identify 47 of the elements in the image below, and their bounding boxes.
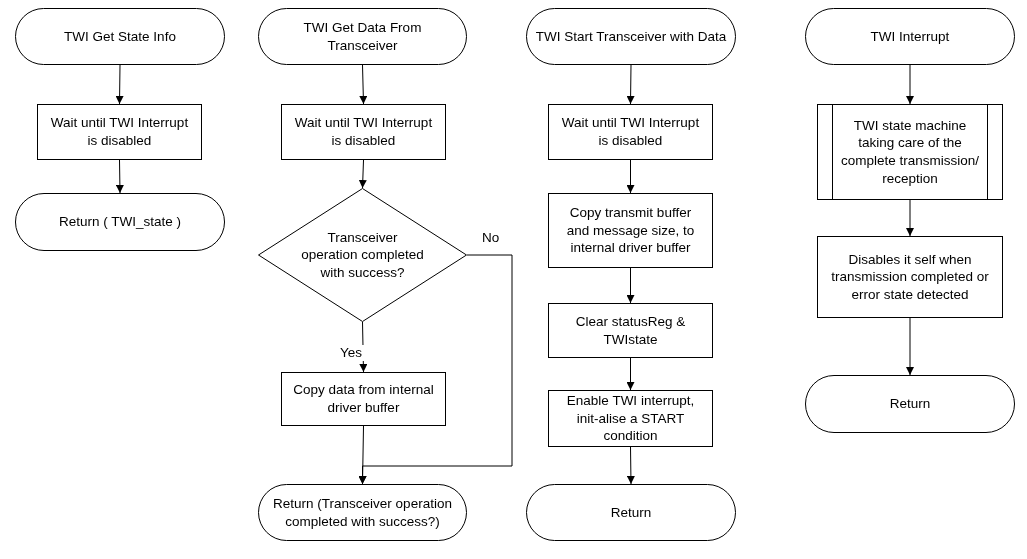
- node-label: Return: [610, 503, 652, 522]
- arrow: [115, 159, 124, 194]
- arrow: [626, 446, 635, 485]
- node-label: Return (Transceiver operation completed with success?): [272, 494, 453, 531]
- arrow: [626, 159, 635, 194]
- terminator-shape: [805, 8, 1015, 65]
- node-label: Clear statusReg & TWIstate: [574, 312, 687, 349]
- arrow: [906, 199, 914, 237]
- arrow: [626, 267, 635, 304]
- node-label: TWI Get State Info: [64, 27, 176, 46]
- node-label: Wait until TWI Interrupt is disabled: [293, 114, 434, 150]
- node-label: TWI state machine taking care of the complete transmission/ reception: [839, 116, 981, 188]
- terminator-shape: [258, 484, 467, 541]
- terminator-shape: [15, 8, 225, 65]
- edge-label: Yes: [338, 345, 365, 362]
- terminator-shape: [258, 8, 467, 65]
- predefined-process-box: [817, 104, 1003, 200]
- node-label: Enable TWI interrupt, init-alise a START condition: [565, 392, 696, 445]
- arrow: [358, 254, 513, 485]
- node-label: Copy data from internal driver buffer: [292, 381, 435, 417]
- arrow: [359, 64, 368, 105]
- terminator-shape: [526, 484, 736, 541]
- process-box: [37, 104, 202, 160]
- process-box: [548, 303, 713, 358]
- process-box: [548, 390, 713, 447]
- arrow: [626, 64, 635, 105]
- node-label: Wait until TWI Interrupt is disabled: [49, 114, 190, 150]
- process-box: [817, 236, 1003, 318]
- arrow: [626, 357, 635, 391]
- node-label: Disables it self when transmission completed or error state detected: [830, 250, 990, 304]
- arrow: [358, 159, 367, 189]
- node-label: TWI Interrupt: [870, 27, 950, 46]
- arrow: [906, 317, 914, 376]
- node-label: Transceiver operation completed with success?: [300, 228, 425, 282]
- node-label: Copy transmit buffer and message size, to internal driver buffer: [565, 204, 696, 257]
- process-box: [548, 193, 713, 268]
- node-label: Return: [889, 395, 931, 413]
- process-box: [548, 104, 713, 160]
- node-label: Wait until TWI Interrupt is disabled: [560, 114, 701, 150]
- arrow: [906, 64, 914, 105]
- node-label: TWI Get Data From Transceiver: [302, 18, 423, 55]
- process-box: [281, 372, 446, 426]
- node-label: Return ( TWI_state ): [58, 213, 181, 231]
- arrow: [115, 64, 124, 105]
- node-label: TWI Start Transceiver with Data: [535, 27, 727, 46]
- process-box: [281, 104, 446, 160]
- terminator-shape: [526, 8, 736, 65]
